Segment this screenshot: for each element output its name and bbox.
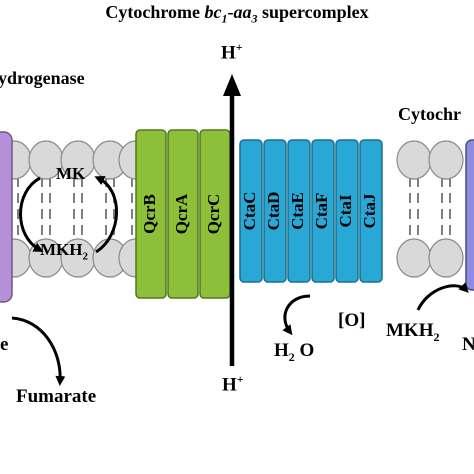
subunit-ctaf (311, 139, 335, 283)
title-aa-sub: 3 (251, 11, 258, 26)
subunit-ctae (287, 139, 311, 283)
water-h: H (274, 340, 289, 361)
subunit-ctad (263, 139, 287, 283)
subunit-label-ctac: CtaC (240, 192, 259, 231)
oxygen-label: [O] (338, 310, 366, 331)
proton-top-sup: + (235, 40, 243, 54)
left-bottom-fragment: e (0, 334, 9, 355)
subunit-label-ctae: CtaE (288, 192, 307, 230)
lipid-head-top (396, 140, 432, 180)
water-sub: 2 (288, 349, 295, 364)
right-bottom-fragment: N (462, 334, 474, 355)
lipid-head-bottom (428, 238, 464, 278)
mk-label: MK (56, 164, 86, 183)
fumarate-arrow (11, 316, 66, 386)
fumarate-label: Fumarate (16, 386, 97, 407)
mkh2-left-base: MKH (40, 240, 83, 259)
water-label: H2 O (274, 340, 314, 365)
left-enzyme-label: ydrogenase (0, 68, 85, 88)
lipid-head-top (428, 140, 464, 180)
mkh2-right-base: MKH (386, 320, 434, 341)
qcr-complex: QcrB QcrA QcrC (135, 129, 231, 299)
left-dehydrogenase-protein (0, 131, 13, 303)
mkh2-right-label: MKH2 (386, 320, 440, 345)
subunit-qcra (167, 129, 199, 299)
right-enzyme-label: Cytochr (398, 104, 461, 124)
water-o: O (294, 340, 315, 361)
lipid-head-bottom (396, 238, 432, 278)
mkh2-oxidation-arrow (94, 175, 118, 254)
proton-top-label: H+ (221, 40, 243, 64)
subunit-ctai (335, 139, 359, 283)
title-dash: - (227, 2, 234, 22)
proton-bottom-h: H (222, 374, 237, 396)
subunit-label-qcrb: QcrB (140, 194, 159, 234)
subunit-label-qcrc: QcrC (204, 194, 223, 235)
title-suffix: supercomplex (257, 2, 369, 22)
subunit-label-ctaj: CtaJ (360, 193, 379, 228)
mkh2-left-sub: 2 (82, 250, 89, 263)
oxygen-reduction-arrow (282, 294, 311, 336)
title-bc: bc (204, 2, 222, 22)
title-prefix: Cytochrome (105, 2, 205, 22)
proton-top-h: H (221, 42, 236, 64)
proton-bottom-label: H+ (222, 372, 244, 396)
mk-reduction-arrow (19, 176, 44, 252)
proton-arrowhead (223, 74, 241, 96)
cta-complex: CtaC CtaD CtaE CtaF CtaI CtaJ (239, 139, 383, 283)
mkh2-left-label: MKH2 (40, 240, 88, 262)
subunit-label-ctai: CtaI (336, 194, 355, 227)
subunit-qcrb (135, 129, 167, 299)
figure-title: Cytochrome bc1-aa3 supercomplex (0, 2, 474, 27)
right-mkh2-arrow (416, 282, 469, 311)
subunit-label-ctad: CtaD (264, 192, 283, 231)
title-bc-sub: 1 (221, 11, 228, 26)
title-aa: aa (233, 2, 252, 22)
right-cytochrome-protein (465, 139, 474, 291)
subunit-label-ctaf: CtaF (312, 193, 331, 230)
subunit-label-qcra: QcrA (172, 193, 191, 234)
mkh2-right-sub: 2 (433, 329, 440, 344)
proton-bottom-sup: + (236, 372, 244, 386)
subunit-ctac (239, 139, 263, 283)
subunit-ctaj (359, 139, 383, 283)
